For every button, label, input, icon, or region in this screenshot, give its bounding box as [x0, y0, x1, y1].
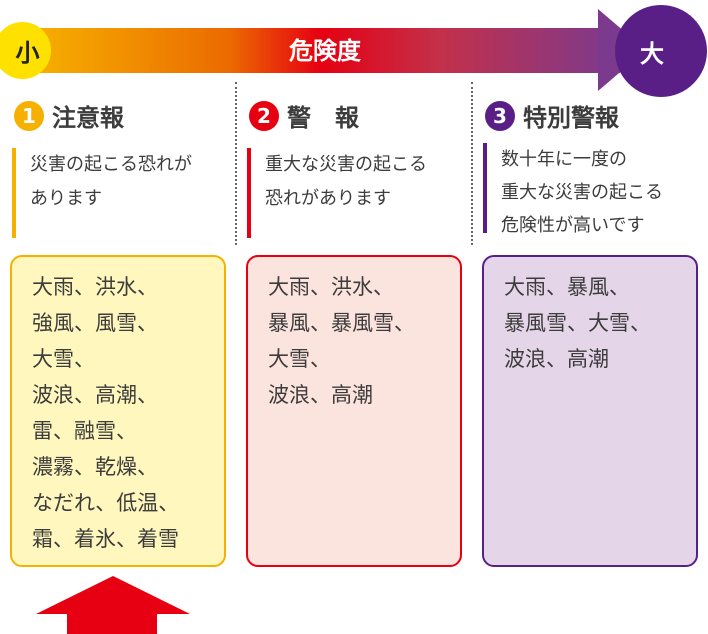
level-heading-emergency: 3 特別警報 [485, 98, 619, 133]
high-label: 大 [640, 39, 664, 68]
desc-line: 恐れがあります [265, 188, 391, 209]
low-marker: 小 [0, 22, 51, 79]
list-item: 波浪、高潮 [504, 347, 609, 371]
level-name: 注意報 [52, 104, 124, 132]
list-item: 大雨、洪水、 [268, 275, 394, 299]
danger-scale-bar [20, 28, 620, 73]
list-item: 霜、着氷、着雪 [32, 527, 179, 551]
list-item: 暴風、暴風雪、 [268, 311, 415, 335]
list-item: 大雪、 [32, 347, 95, 371]
number-badge: 3 [485, 100, 515, 131]
desc-line: 危険性が高いです [501, 215, 645, 236]
emergency-items-box: 大雨、暴風、 暴風雪、大雪、 波浪、高潮 [482, 255, 698, 567]
desc-line: 重大な災害の起こる [265, 154, 427, 175]
list-item: 雷、融雪、 [32, 419, 137, 443]
divider [471, 82, 473, 245]
divider [235, 82, 237, 245]
desc-line: あります [30, 188, 102, 209]
warning-items-box: 大雨、洪水、 暴風、暴風雪、 大雪、 波浪、高潮 [246, 255, 462, 567]
list-item: 波浪、高潮、 [32, 383, 158, 407]
level-name: 特別警報 [523, 104, 619, 132]
desc-line: 重大な災害の起こる [501, 182, 663, 203]
advisory-items-box: 大雨、洪水、 強風、風雪、 大雪、 波浪、高潮、 雷、融雪、 濃霧、乾燥、 なだ… [10, 255, 226, 567]
level-heading-advisory: 1 注意報 [14, 98, 124, 133]
level-name: 警 報 [287, 104, 359, 132]
list-item: 大雨、暴風、 [504, 275, 630, 299]
desc-line: 災害の起こる恐れが [30, 154, 192, 175]
level-description: 災害の起こる恐れが あります [12, 148, 192, 238]
scale-title: 危険度 [289, 37, 361, 65]
list-item: 暴風雪、大雪、 [504, 311, 651, 335]
list-item: なだれ、低温、 [32, 491, 180, 515]
list-item: 大雪、 [268, 347, 331, 371]
level-description: 数十年に一度の 重大な災害の起こる 危険性が高いです [483, 143, 663, 236]
number-badge: 2 [249, 100, 279, 131]
low-label: 小 [15, 39, 40, 67]
list-item: 波浪、高潮 [268, 383, 373, 407]
number-badge: 1 [14, 100, 44, 131]
level-description: 重大な災害の起こる 恐れがあります [247, 148, 427, 238]
level-heading-warning: 2 警 報 [249, 98, 359, 133]
up-arrow-stem [67, 613, 157, 634]
list-item: 濃霧、乾燥、 [32, 455, 158, 479]
desc-line: 数十年に一度の [501, 149, 627, 170]
list-item: 大雨、洪水、 [32, 275, 158, 299]
up-arrow-icon [36, 576, 190, 614]
high-marker: 大 [615, 5, 707, 97]
list-item: 強風、風雪、 [32, 311, 158, 335]
